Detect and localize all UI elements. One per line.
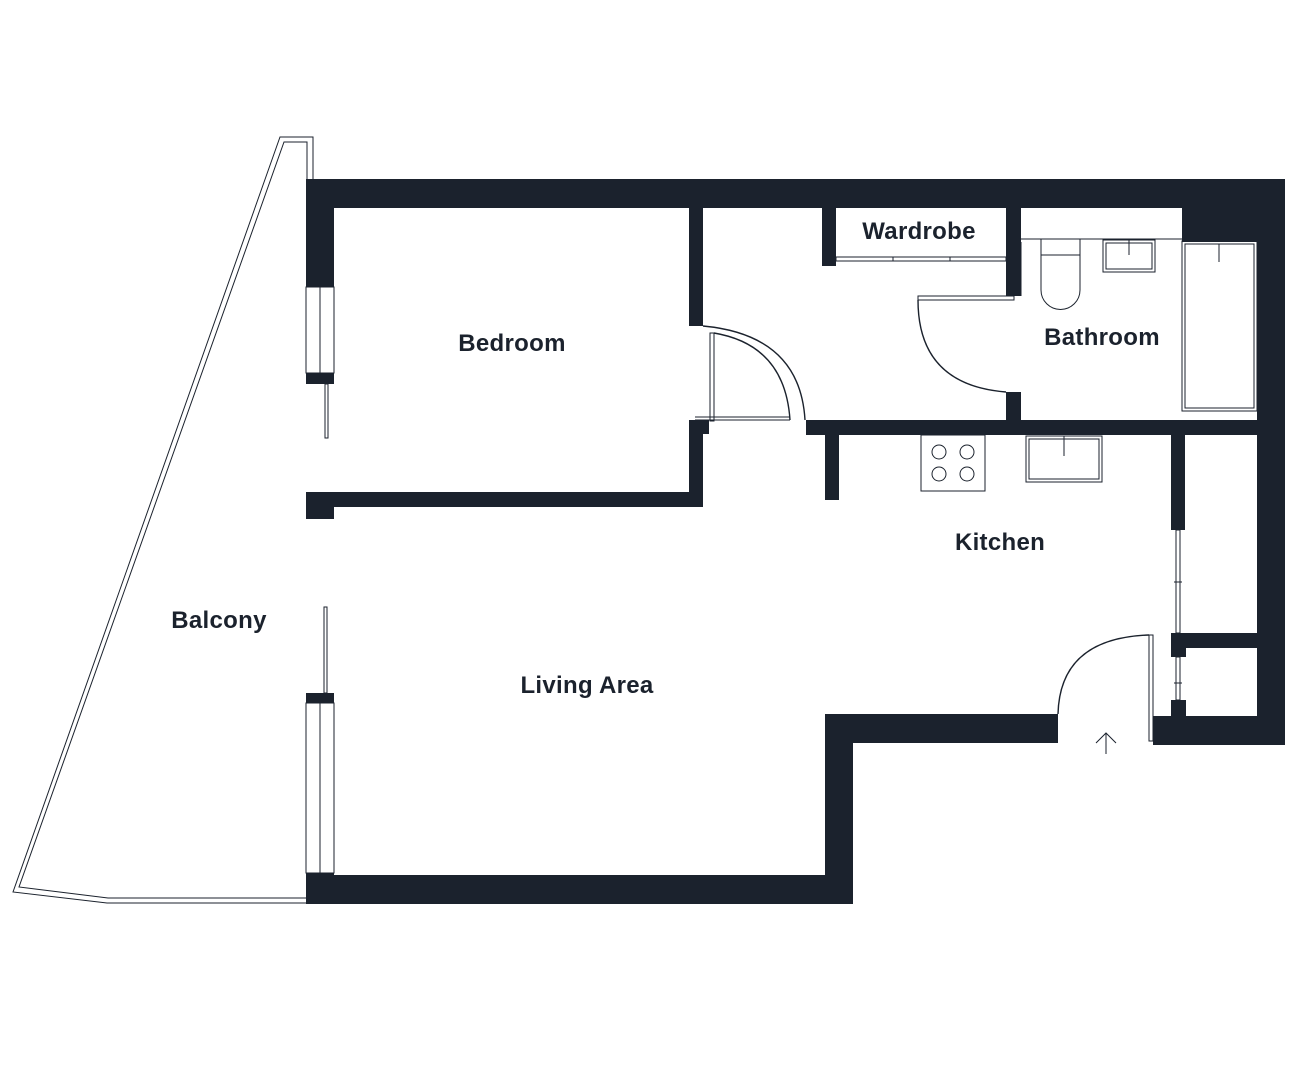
bathroom-door (917, 295, 1015, 393)
hob-icon (920, 434, 986, 492)
window-living (305, 606, 335, 874)
room-label-living-area: Living Area (520, 672, 654, 699)
room-label-bathroom: Bathroom (1044, 324, 1160, 351)
kitchen-sink-icon (1025, 435, 1103, 483)
room-label-kitchen: Kitchen (954, 529, 1046, 556)
cupboard-doors (1174, 529, 1182, 701)
window-bedroom (305, 286, 335, 439)
balcony-outline (12, 136, 314, 904)
bedroom-door (695, 325, 806, 422)
room-label-balcony: Balcony (171, 607, 267, 634)
room-label-wardrobe: Wardrobe (862, 218, 976, 245)
entrance-door (1057, 634, 1154, 742)
basin-icon (1102, 239, 1156, 273)
room-label-bedroom: Bedroom (458, 330, 566, 357)
bathtub-icon (1181, 240, 1258, 412)
wardrobe-doors (835, 256, 1007, 262)
walls (306, 179, 1285, 904)
toilet-icon (1040, 238, 1081, 310)
bathroom-counter-line (1020, 238, 1182, 296)
arrow-up-icon (1095, 732, 1117, 754)
